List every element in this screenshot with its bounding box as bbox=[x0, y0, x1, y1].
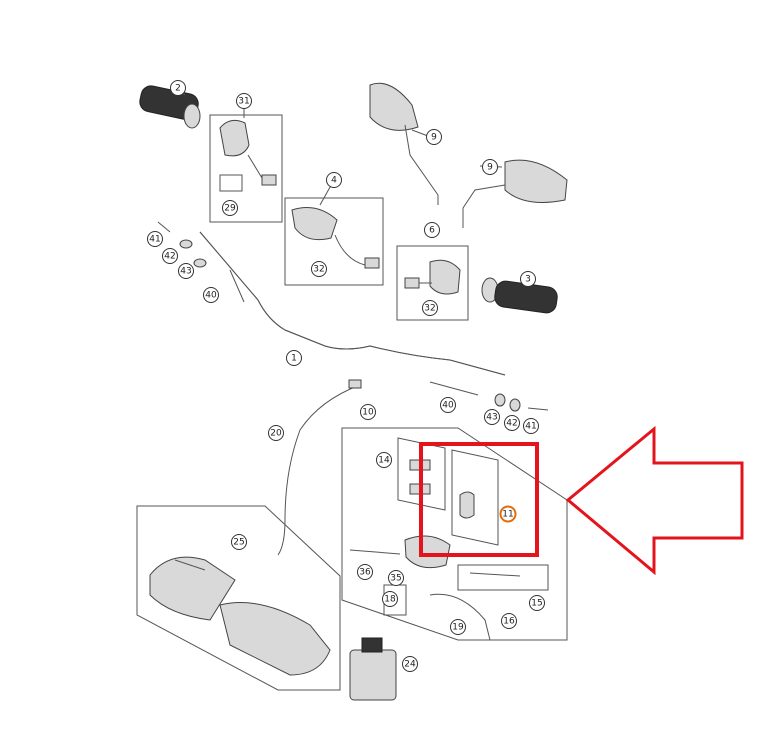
callout-label: 9 bbox=[431, 133, 437, 143]
handlebar bbox=[199, 231, 506, 376]
callout-label: 40 bbox=[442, 401, 454, 411]
callout-c10: 10 bbox=[360, 404, 376, 420]
callout-c9a: 9 bbox=[426, 129, 442, 145]
callout-c40b: 40 bbox=[440, 397, 456, 413]
callout-c29: 29 bbox=[222, 200, 238, 216]
callout-label: 14 bbox=[378, 456, 390, 466]
callout-label: 6 bbox=[429, 226, 435, 236]
callout-label: 41 bbox=[149, 235, 160, 245]
clutch-cable bbox=[277, 379, 362, 556]
mirror-right bbox=[462, 159, 568, 228]
callout-label: 29 bbox=[224, 204, 236, 214]
bar-end-right bbox=[429, 381, 549, 412]
mirror-left bbox=[369, 82, 439, 205]
callout-label: 16 bbox=[503, 617, 515, 627]
callout-c31: 31 bbox=[236, 93, 252, 109]
callout-label: 31 bbox=[238, 97, 249, 107]
callout-c9b: 9 bbox=[482, 159, 498, 175]
callout-label: 32 bbox=[424, 304, 435, 314]
left-switch-kit bbox=[209, 108, 283, 223]
callout-label: 42 bbox=[164, 252, 175, 262]
callout-layer: 1 2 3 4 6 9 9 10 11 14 15 16 18 19 20 24 25 29 31 32 32 35 36 4… bbox=[147, 80, 545, 672]
callout-c24: 24 bbox=[402, 656, 418, 672]
callout-c20: 20 bbox=[268, 425, 284, 441]
callout-label: 3 bbox=[525, 275, 531, 285]
callout-label: 1 bbox=[291, 354, 297, 364]
bar-end-left bbox=[157, 221, 245, 303]
callout-c4: 4 bbox=[326, 172, 342, 188]
left-grip bbox=[139, 85, 201, 129]
callout-c32b: 32 bbox=[422, 300, 438, 316]
callout-label: 10 bbox=[362, 408, 374, 418]
callout-label: 41 bbox=[525, 422, 536, 432]
callout-label: 11 bbox=[502, 510, 513, 520]
callout-label: 19 bbox=[452, 623, 464, 633]
callout-c36: 36 bbox=[357, 564, 373, 580]
callout-c14: 14 bbox=[376, 452, 392, 468]
callout-c15: 15 bbox=[529, 595, 545, 611]
callout-c43b: 43 bbox=[484, 409, 500, 425]
callout-c43a: 43 bbox=[178, 263, 194, 279]
callout-c3: 3 bbox=[520, 271, 536, 287]
callout-c11: 11 bbox=[499, 505, 517, 523]
callout-c32a: 32 bbox=[311, 261, 327, 277]
callout-label: 43 bbox=[180, 267, 191, 277]
brake-fluid-bottle bbox=[349, 637, 397, 701]
hand-guards bbox=[136, 505, 341, 691]
callout-label: 42 bbox=[506, 419, 517, 429]
right-switch-kit bbox=[396, 245, 469, 321]
callout-label: 35 bbox=[390, 574, 401, 584]
horn-switch-kit bbox=[284, 179, 384, 286]
callout-c18: 18 bbox=[382, 591, 398, 607]
right-grip bbox=[481, 277, 558, 314]
callout-label: 18 bbox=[384, 595, 396, 605]
callout-label: 24 bbox=[404, 660, 416, 670]
callout-c42b: 42 bbox=[504, 415, 520, 431]
callout-c40a: 40 bbox=[203, 287, 219, 303]
callout-label: 9 bbox=[487, 163, 493, 173]
callout-c16: 16 bbox=[501, 613, 517, 629]
callout-label: 25 bbox=[233, 538, 244, 548]
callout-c2: 2 bbox=[170, 80, 186, 96]
callout-c35: 35 bbox=[388, 570, 404, 586]
callout-c19: 19 bbox=[450, 619, 466, 635]
callout-c25: 25 bbox=[231, 534, 247, 550]
callout-label: 32 bbox=[313, 265, 324, 275]
callout-label: 2 bbox=[175, 84, 181, 94]
highlight-box bbox=[419, 442, 539, 557]
callout-c42a: 42 bbox=[162, 248, 178, 264]
callout-c1: 1 bbox=[286, 350, 302, 366]
callout-label: 15 bbox=[531, 599, 542, 609]
callout-c41a: 41 bbox=[147, 231, 163, 247]
callout-label: 36 bbox=[359, 568, 371, 578]
callout-label: 43 bbox=[486, 413, 497, 423]
callout-label: 20 bbox=[270, 429, 282, 439]
callout-c6: 6 bbox=[424, 222, 440, 238]
callout-c41b: 41 bbox=[523, 418, 539, 434]
callout-label: 40 bbox=[205, 291, 217, 301]
callout-label: 4 bbox=[331, 176, 337, 186]
pointer-arrow-icon bbox=[565, 425, 744, 576]
